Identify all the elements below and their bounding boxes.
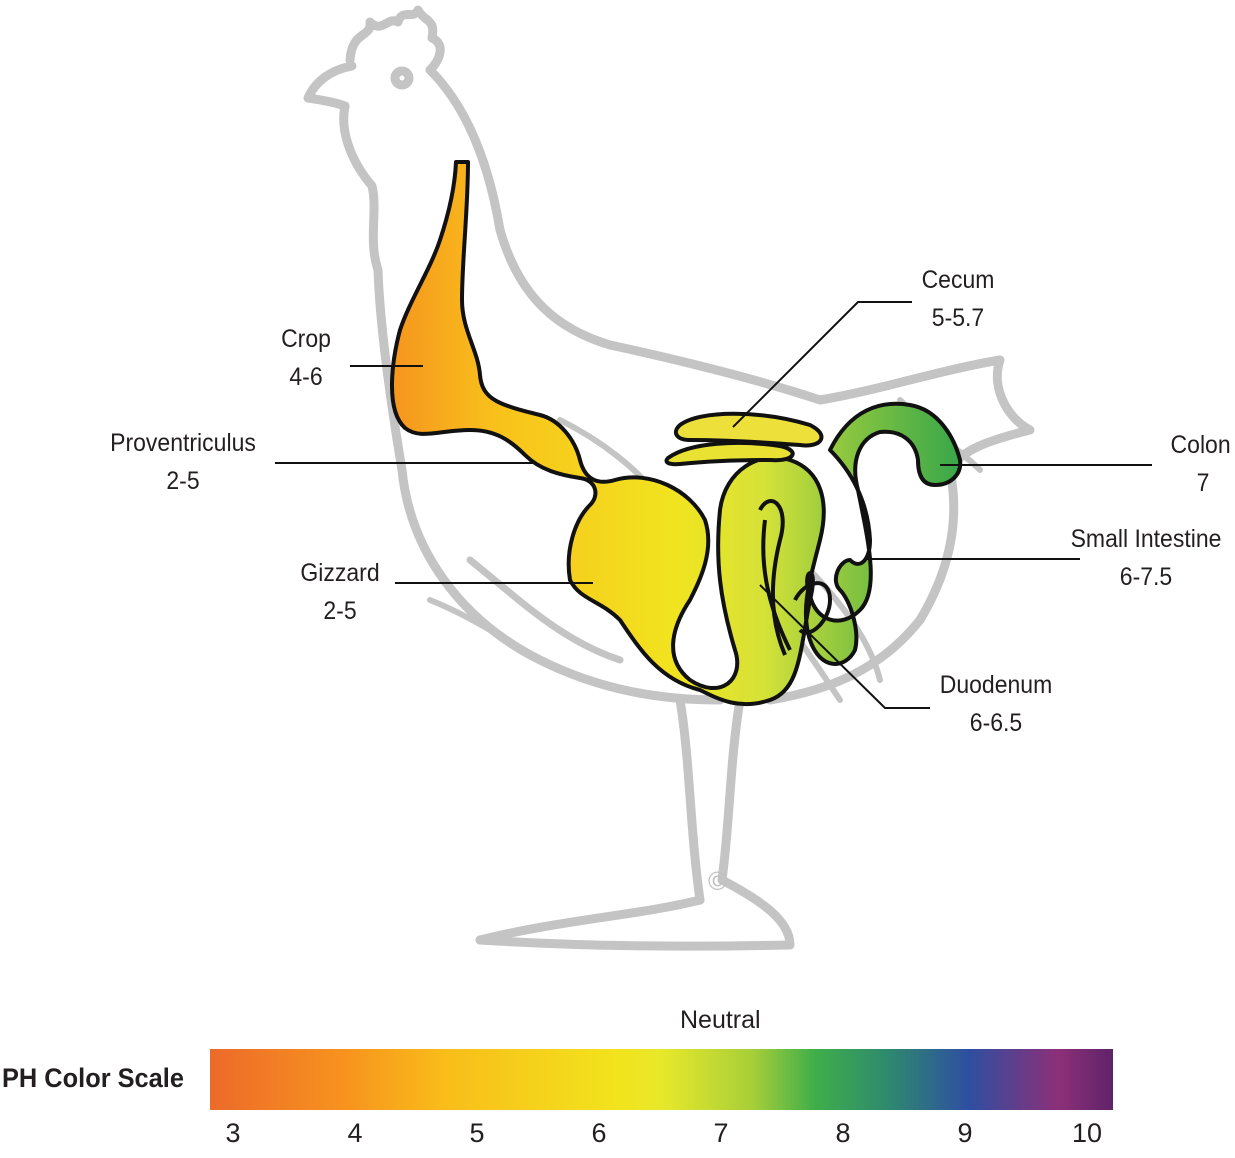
crop-name: Crop	[277, 320, 336, 358]
cecum-ph: 5-5.7	[912, 299, 1004, 337]
cecum-name: Cecum	[912, 261, 1004, 299]
colon-label: Colon 7	[1153, 426, 1230, 502]
scale-tick: 7	[691, 1118, 751, 1149]
duodenum-ph: 6-6.5	[932, 704, 1061, 742]
neutral-label: Neutral	[680, 1006, 761, 1035]
scale-tick: 10	[1057, 1118, 1117, 1149]
scale-tick: 9	[935, 1118, 995, 1149]
proventriculus-name: Proventriculus	[103, 424, 263, 462]
colon-name: Colon	[1153, 426, 1230, 464]
ph-color-bar	[210, 1049, 1113, 1110]
small-intestine-label: Small Intestine 6-7.5	[1065, 520, 1227, 596]
cecum-label: Cecum 5-5.7	[912, 261, 1004, 337]
scale-tick: 5	[447, 1118, 507, 1149]
duodenum-name: Duodenum	[932, 666, 1061, 704]
crop-label: Crop 4-6	[277, 320, 336, 396]
cecum-lower	[667, 443, 793, 464]
scale-tick: 4	[325, 1118, 385, 1149]
crop-ph: 4-6	[277, 358, 336, 396]
cecum-upper	[676, 414, 822, 446]
scale-tick: 3	[203, 1118, 263, 1149]
gizzard-ph: 2-5	[294, 592, 386, 630]
proventriculus-ph: 2-5	[103, 462, 263, 500]
small-intestine-ph: 6-7.5	[1065, 558, 1227, 596]
scale-tick: 6	[569, 1118, 629, 1149]
scale-title: PH Color Scale	[2, 1063, 184, 1094]
copyright-mark: ©	[708, 866, 727, 896]
duodenum-label: Duodenum 6-6.5	[932, 666, 1061, 742]
scale-tick: 8	[813, 1118, 873, 1149]
colon-ph: 7	[1153, 464, 1230, 502]
gizzard-name: Gizzard	[294, 554, 386, 592]
small-intestine-name: Small Intestine	[1065, 520, 1227, 558]
gizzard-label: Gizzard 2-5	[294, 554, 386, 630]
proventriculus-label: Proventriculus 2-5	[103, 424, 263, 500]
